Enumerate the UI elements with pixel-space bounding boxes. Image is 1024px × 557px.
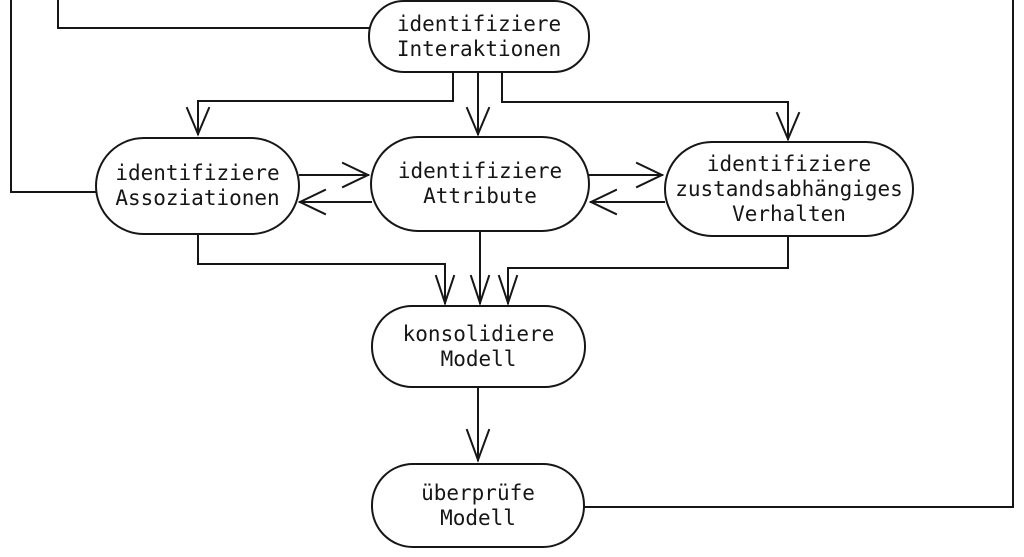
edge-interaktionen-to-assoziationen: [197, 72, 454, 135]
arrowhead-right-attribute: [341, 161, 371, 189]
arrowhead-down-konsolidiere-mid: [469, 274, 491, 307]
node-label-assoziationen: identifiziere Assoziationen: [115, 161, 280, 210]
node-ueberpruefe-modell: überprüfe Modell: [371, 463, 585, 548]
arrowhead-left-attribute: [588, 188, 618, 216]
edge-assoziationen-to-konsolidiere: [197, 234, 446, 304]
edge-verhalten-to-konsolidiere: [507, 236, 789, 304]
node-label-konsolidiere: konsolidiere Modell: [402, 321, 555, 371]
edge-feedback-to-interaktionen: [57, 0, 371, 29]
node-identifiziere-interaktionen: identifiziere Interaktionen: [368, 0, 590, 73]
edge-feedback-to-assoziationen: [10, 0, 97, 193]
node-identifiziere-assoziationen: identifiziere Assoziationen: [95, 137, 300, 235]
node-label-verhalten: identifiziere zustandsabhängiges Verhalt…: [675, 151, 903, 226]
arrowhead-right-verhalten: [635, 161, 665, 189]
node-label-ueberpruefe: überprüfe Modell: [421, 480, 535, 530]
arrowhead-down-ueberpruefe: [465, 428, 491, 463]
node-identifiziere-attribute: identifiziere Attribute: [370, 136, 590, 232]
arrowhead-down-attribute: [465, 106, 491, 137]
arrowhead-left-assoziationen: [297, 188, 327, 216]
node-identifiziere-zustandsabhaengiges-verhalten: identifiziere zustandsabhängiges Verhalt…: [664, 141, 914, 237]
arrowhead-down-konsolidiere-left: [434, 274, 456, 307]
node-label-attribute: identifiziere Attribute: [397, 159, 563, 208]
arrowhead-down-verhalten: [775, 111, 801, 142]
edge-ueberpruefe-feedback-right: [584, 0, 1014, 508]
arrowhead-down-assoziationen: [185, 106, 211, 137]
node-konsolidiere-modell: konsolidiere Modell: [371, 305, 586, 388]
edge-interaktionen-to-verhalten: [501, 72, 789, 140]
arrowhead-down-konsolidiere-right: [497, 274, 519, 307]
node-label-interaktionen: identifiziere Interaktionen: [396, 11, 562, 61]
